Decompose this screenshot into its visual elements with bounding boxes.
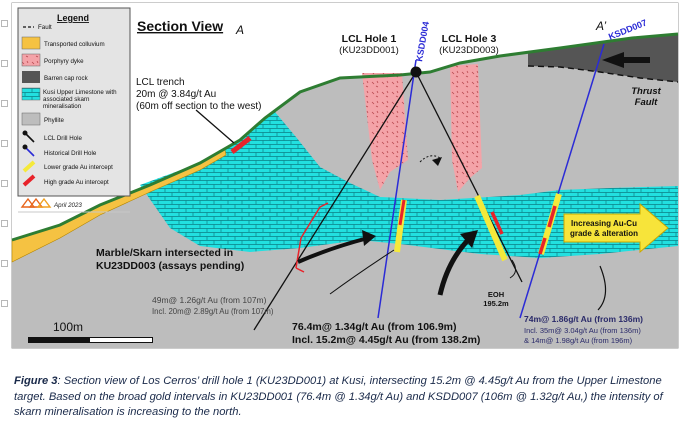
eoh-pointer: [509, 259, 516, 279]
thrust-arrow: [602, 52, 650, 68]
marble-label-1: Marble/Skarn intersected in: [96, 247, 233, 259]
colluvium-swatch: [21, 36, 41, 50]
intercept-3-sub2: & 14m@ 1.98g/t Au (from 196m): [524, 336, 633, 345]
ksdd004-high-grade-intercept: [398, 199, 406, 226]
lcl-hole1-id: (KU23DD001): [339, 45, 399, 56]
intercept-1-sub: Incl. 20m@ 2.89g/t Au (from 107m): [152, 307, 274, 316]
section-label-a-prime: A’: [595, 19, 607, 33]
collar-marker: [410, 66, 422, 78]
legend-item-label: Fault: [38, 24, 52, 31]
ksdd007-high-grade-intercept-1: [547, 205, 557, 228]
lcl-hole-3-trace: [253, 71, 417, 331]
marble-bracket: [300, 206, 321, 239]
ksdd007-trace: [519, 43, 605, 319]
lcl-hole3-id: (KU23DD003): [439, 45, 499, 56]
ksdd004-trace: [377, 59, 417, 319]
phyllite-swatch: [21, 112, 41, 126]
ksdd007-high-grade-intercept-2: [538, 237, 547, 255]
trend-arrow: [563, 202, 669, 254]
limestone-layer: [140, 112, 678, 258]
hole1-lower-grade-intercept: [474, 194, 508, 262]
lcl-hole3-title: LCL Hole 3: [442, 33, 497, 45]
ksdd007-pointer: [597, 265, 607, 311]
cap-rock: [528, 34, 678, 82]
eoh-label-1: EOH: [488, 290, 504, 299]
trench-label-3: (60m off section to the west): [136, 101, 261, 112]
sky-area: [12, 3, 678, 240]
eoh-label-2: 195.2m: [483, 299, 509, 308]
section-label-a: A: [235, 23, 244, 37]
legend-title: Legend: [57, 13, 89, 23]
legend-item-label: Historical Drill Hole: [44, 150, 97, 157]
caption-text: : Section view of Los Cerros’ drill hole…: [14, 375, 663, 418]
company-logo: [20, 197, 52, 208]
marble-arrow: [297, 236, 369, 264]
intercept-3-sub1: Incl. 35m@ 3.04g/t Au (from 136m): [524, 326, 641, 335]
lower-grade-swatch: [22, 160, 36, 173]
dyke-arrow-head: [432, 157, 442, 166]
lcl-drill-hole-icon: [22, 130, 35, 143]
legend-date: April 2023: [53, 202, 82, 209]
intercept-2-main: 76.4m@ 1.34g/t Au (from 106.9m): [292, 321, 457, 333]
legend-item-label: LCL Drill Hole: [44, 135, 82, 142]
historical-drill-hole-icon: [22, 144, 35, 157]
legend-box: [17, 7, 131, 197]
porphyry-dyke-2: [450, 64, 482, 192]
trend-label-2: grade & alteration: [570, 229, 638, 238]
thrust-label-2: Fault: [635, 97, 659, 108]
trench-pointer: [195, 109, 235, 144]
thrust-label-1: Thrust: [631, 86, 661, 97]
trend-label-1: Increasing Au-Cu: [571, 219, 637, 228]
section-figure: Legend Fault Transported colluvium Porph…: [11, 2, 679, 349]
scale-label: 100m: [53, 320, 83, 334]
limestone-swatch: [21, 87, 41, 101]
page-edge-marks: [0, 0, 8, 350]
dyke-swatch: [21, 53, 41, 67]
ksdd004-pointer: [329, 249, 395, 295]
lcl-hole1-title: LCL Hole 1: [342, 33, 397, 45]
legend-item-label: Barren cap rock: [44, 75, 89, 82]
intercept-3-main: 74m@ 1.86g/t Au (from 136m): [524, 314, 643, 324]
section-diagram: Legend Fault Transported colluvium Porph…: [11, 2, 679, 349]
figure-caption: Figure 3: Section view of Los Cerros’ dr…: [14, 374, 680, 421]
intercept-2-sub: Incl. 15.2m@ 4.45g/t Au (from 138.2m): [292, 334, 480, 346]
legend-item-label: Porphyry dyke: [44, 58, 84, 65]
lcl-hole-1-trace: [415, 71, 523, 283]
marble-label-2: KU23DD003 (assays pending): [96, 260, 244, 272]
legend-item-label: Kusi Upper Limestone with associated ska…: [43, 89, 117, 111]
intercept-arrow: [437, 236, 472, 296]
section-title: Section View: [137, 18, 223, 34]
high-grade-swatch: [22, 174, 36, 187]
caption-figure-label: Figure 3: [14, 375, 58, 387]
legend-item-label: Lower grade Au intercept: [44, 164, 113, 171]
thrust-fault-line: [527, 65, 679, 83]
intercept-1-main: 49m@ 1.26g/t Au (from 107m): [152, 295, 267, 305]
legend-item-label: High grade Au intercept: [44, 179, 109, 186]
legend-item-label: Transported colluvium: [44, 41, 105, 48]
cap-rock-swatch: [22, 71, 40, 83]
trench-label-2: 20m @ 3.84g/t Au: [136, 89, 216, 100]
hole1-high-grade-intercept: [490, 211, 504, 235]
lcl-trench-marker: [230, 136, 252, 154]
trench-label-1: LCL trench: [136, 77, 185, 88]
legend-item-label: Phyllite: [44, 117, 65, 124]
